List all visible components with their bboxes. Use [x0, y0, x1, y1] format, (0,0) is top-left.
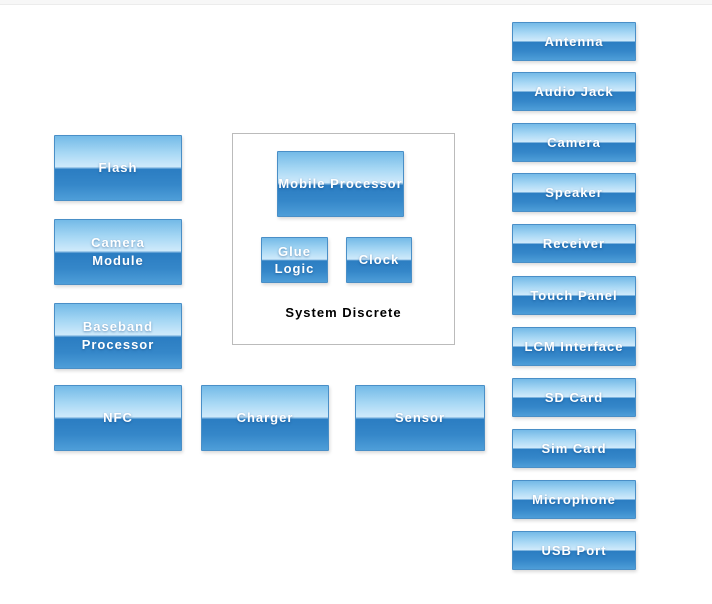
block-speaker[interactable]: Speaker: [512, 173, 636, 212]
block-glue-logic-label-line1: Glue: [278, 244, 311, 259]
block-microphone-label: Microphone: [532, 491, 616, 507]
block-lcm-interface[interactable]: LCM Interface: [512, 327, 636, 366]
block-flash-label: Flash: [98, 160, 138, 175]
block-sim-card[interactable]: Sim Card: [512, 429, 636, 468]
block-lcm-interface-label: LCM Interface: [524, 338, 624, 354]
block-mobile-processor[interactable]: Mobile Processor: [277, 151, 404, 217]
block-camera-module-label-line1: Camera: [91, 235, 145, 250]
block-mobile-processor-label: Mobile Processor: [278, 176, 403, 191]
block-baseband-processor-label-line2: Processor: [81, 337, 155, 352]
block-microphone[interactable]: Microphone: [512, 480, 636, 519]
system-discrete-title: System Discrete: [285, 305, 402, 320]
block-receiver[interactable]: Receiver: [512, 224, 636, 263]
block-usb-port[interactable]: USB Port: [512, 531, 636, 570]
block-audio-jack-label: Audio Jack: [534, 83, 614, 99]
block-touch-panel-label: Touch Panel: [530, 287, 618, 303]
block-sensor-label: Sensor: [394, 410, 446, 425]
block-antenna[interactable]: Antenna: [512, 22, 636, 61]
block-nfc[interactable]: NFC: [54, 385, 182, 451]
block-sensor[interactable]: Sensor: [355, 385, 485, 451]
block-usb-port-label: USB Port: [541, 542, 607, 558]
top-strip: [0, 0, 712, 5]
block-charger[interactable]: Charger: [201, 385, 329, 451]
block-sim-card-label: Sim Card: [541, 440, 607, 456]
block-flash[interactable]: Flash: [54, 135, 182, 201]
block-charger-label: Charger: [236, 410, 294, 425]
block-baseband-processor-label-line1: Baseband: [82, 319, 154, 334]
block-sd-card-label: SD Card: [544, 389, 604, 405]
block-speaker-label: Speaker: [545, 184, 603, 200]
block-receiver-label: Receiver: [542, 235, 606, 251]
block-nfc-label: NFC: [103, 410, 133, 425]
block-sd-card[interactable]: SD Card: [512, 378, 636, 417]
block-clock[interactable]: Clock: [346, 237, 412, 283]
block-baseband-processor[interactable]: Baseband Processor: [54, 303, 182, 369]
block-camera-module[interactable]: Camera Module: [54, 219, 182, 285]
block-glue-logic-label-line2: Logic: [274, 261, 315, 276]
block-glue-logic[interactable]: Glue Logic: [261, 237, 328, 283]
block-camera-label: Camera: [547, 134, 601, 150]
block-antenna-label: Antenna: [544, 33, 604, 49]
block-audio-jack[interactable]: Audio Jack: [512, 72, 636, 111]
block-clock-label: Clock: [358, 252, 400, 267]
block-camera-module-label-line2: Module: [92, 253, 144, 268]
block-touch-panel[interactable]: Touch Panel: [512, 276, 636, 315]
block-camera[interactable]: Camera: [512, 123, 636, 162]
